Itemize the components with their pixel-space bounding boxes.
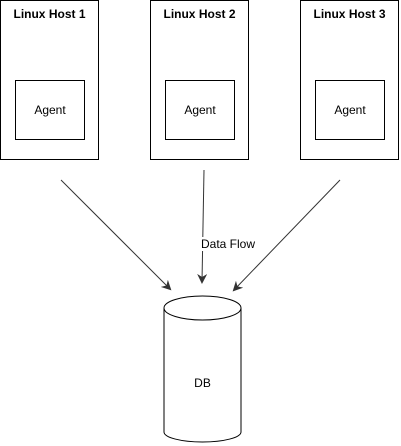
arrow-host3-to-db <box>232 179 341 292</box>
arrow-host2-to-db <box>197 169 208 284</box>
agent-box: Agent <box>315 80 385 140</box>
host-title: Linux Host 1 <box>13 7 86 21</box>
agent-box: Agent <box>15 80 85 140</box>
db-label: DB <box>194 376 211 390</box>
linux-host-3: Linux Host 3 Agent <box>300 0 399 160</box>
database-cylinder <box>163 295 242 443</box>
host-title: Linux Host 2 <box>163 7 236 21</box>
linux-host-1: Linux Host 1 Agent <box>0 0 99 160</box>
host-title: Linux Host 3 <box>313 7 386 21</box>
linux-host-2: Linux Host 2 Agent <box>150 0 249 160</box>
arrow-host1-to-db <box>60 179 172 291</box>
data-flow-label: Data Flow <box>200 237 257 251</box>
agent-box: Agent <box>165 80 235 140</box>
